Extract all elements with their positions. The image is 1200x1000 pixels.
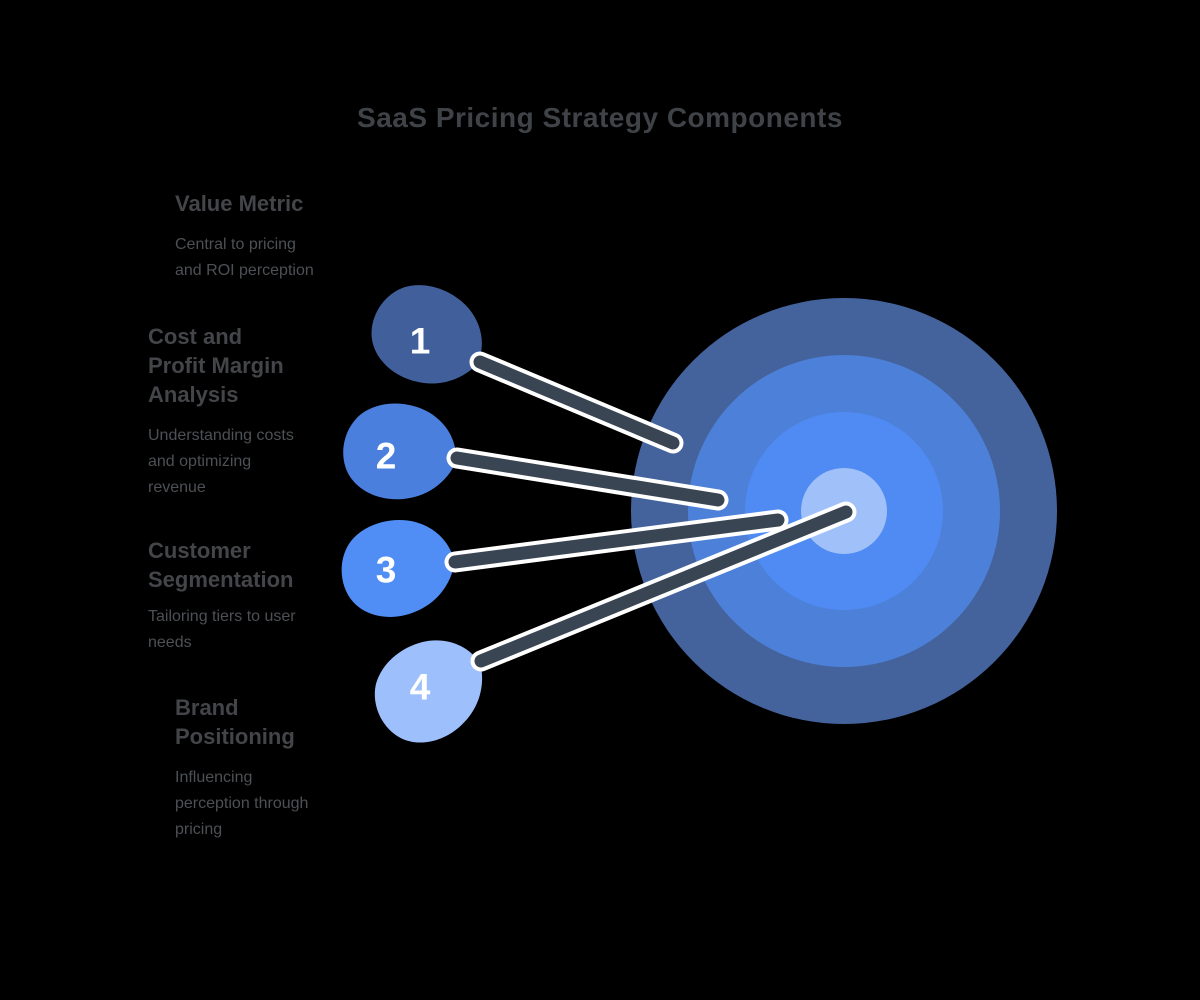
- pin-2-number: 2: [376, 436, 397, 477]
- item-4-heading: Brand Positioning: [175, 693, 295, 751]
- item-2-desc-line: Understanding costs: [148, 427, 294, 444]
- item-3-heading: Customer Segmentation: [148, 536, 293, 594]
- connector-2: [450, 451, 725, 507]
- pin-1: [371, 285, 482, 384]
- item-1-heading: Value Metric: [175, 189, 303, 218]
- item-1-desc-line: Central to pricing: [175, 236, 296, 253]
- pin-1-number: 1: [410, 321, 431, 362]
- pin-4-shape: [374, 640, 483, 743]
- pin-2: [343, 403, 457, 500]
- connector-4: [474, 505, 853, 668]
- item-4-heading-line: Positioning: [175, 724, 295, 749]
- connector-lines: [444, 351, 857, 672]
- item-2-heading-line: Analysis: [148, 382, 239, 407]
- item-3-desc-line: needs: [148, 634, 192, 651]
- item-1-heading-line: Value Metric: [175, 191, 304, 216]
- pin-4-number: 4: [410, 667, 431, 708]
- item-3-description: Tailoring tiers to user needs: [148, 604, 296, 656]
- connector-1: [473, 355, 680, 450]
- item-3-heading-line: Segmentation: [148, 567, 294, 592]
- item-3-heading-line: Customer: [148, 538, 251, 563]
- pin-3: [341, 520, 455, 617]
- pin-2-shape: [343, 403, 457, 500]
- item-4-description: Influencing perception through pricing: [175, 765, 308, 843]
- item-1-description: Central to pricing and ROI perception: [175, 232, 314, 284]
- pin-3-shape: [341, 520, 455, 617]
- diagram-title: SaaS Pricing Strategy Components: [357, 102, 843, 133]
- item-4-heading-line: Brand: [175, 695, 239, 720]
- item-2-desc-line: and optimizing: [148, 453, 252, 470]
- item-1-desc-line: and ROI perception: [175, 262, 314, 279]
- item-2-heading: Cost and Profit Margin Analysis: [148, 322, 284, 409]
- item-4-desc-line: perception through: [175, 795, 309, 812]
- pin-1-shape: [371, 285, 482, 384]
- item-3-desc-line: Tailoring tiers to user: [148, 608, 296, 625]
- item-4-desc-line: pricing: [175, 821, 223, 838]
- item-2-heading-line: Profit Margin: [148, 353, 284, 378]
- connector-3: [448, 513, 785, 569]
- item-4-desc-line: Influencing: [175, 769, 253, 786]
- pin-4: [374, 640, 483, 743]
- item-2-heading-line: Cost and: [148, 324, 243, 349]
- item-2-desc-line: revenue: [148, 479, 206, 496]
- item-2-description: Understanding costs and optimizing reven…: [148, 423, 294, 501]
- pin-3-number: 3: [376, 550, 397, 591]
